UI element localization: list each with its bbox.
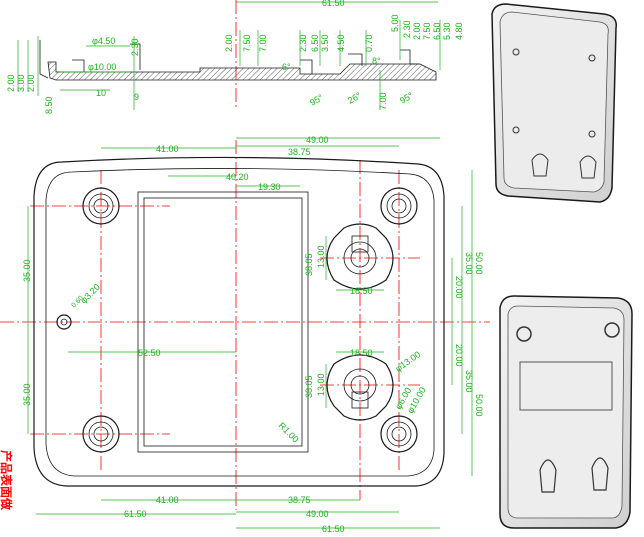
dim-v450: 4.50 (336, 34, 346, 52)
dim-left-3: 3.00 (16, 74, 26, 92)
dim-top-4100: 41.00 (156, 144, 179, 154)
dim-v500: 5.00 (390, 14, 400, 32)
dim-ang6: 6° (282, 62, 291, 72)
dim-top-1930: 19.30 (258, 182, 281, 192)
render-bottom (499, 295, 633, 529)
screw-boss-top-right (380, 187, 418, 225)
keyhole-slot-top (326, 223, 394, 290)
dim-v230c: 2.30 (402, 20, 412, 38)
dim-left-2: 2.00 (6, 74, 16, 92)
dim-ang26: 26° (346, 90, 363, 106)
dim-slot-1850a: 18.50 (350, 286, 373, 296)
dim-bot-3875: 38.75 (288, 495, 311, 505)
dim-slot-1300b: 13.00 (316, 373, 326, 396)
dim-h9: 9 (134, 92, 139, 102)
dim-v350: 3.50 (320, 34, 330, 52)
dim-v650: 6.50 (310, 34, 320, 52)
dim-h10: 10 (96, 88, 106, 98)
dim-v700a: 7.00 (258, 34, 268, 52)
dim-mid-5250: 52.50 (138, 348, 161, 358)
dim-slot-1300a: 13.00 (316, 245, 326, 268)
dim-right-2000b: 20.00 (454, 344, 464, 367)
dim-v650b: 6.50 (432, 22, 442, 40)
dim-left-3500a: 35.00 (22, 259, 32, 282)
dim-d4: φ4.50 (92, 36, 115, 46)
dim-slot-3805b: 38.05 (304, 375, 314, 398)
dim-right-3500b: 35.00 (464, 370, 474, 393)
dim-left-2b: 2.00 (26, 74, 36, 92)
dim-ang8: 8° (372, 56, 381, 66)
surface-note: 产品表面做 (0, 450, 14, 511)
dim-d10: φ10.00 (88, 62, 116, 72)
dim-ang95: 95° (308, 92, 325, 108)
dim-right-2000a: 20.00 (454, 276, 464, 299)
plan-view: 49.00 41.00 38.75 40.20 19.30 35.00 35.0… (0, 135, 490, 534)
keyhole-slot-bottom (326, 354, 394, 421)
dim-top-4020: 40.20 (226, 172, 249, 182)
dim-r1: R1.00 (277, 420, 301, 444)
dim-v750: 7.50 (242, 34, 252, 52)
dim-v230a: 2.30 (130, 38, 140, 56)
dim-bot-4900: 49.00 (306, 509, 329, 519)
dim-top-overall: 61.50 (322, 0, 345, 8)
small-hole (56, 314, 72, 330)
section-view: 61.50 2.00 3.00 2.00 φ4.50 φ10.00 10 9 (6, 0, 464, 114)
dim-h850: 8.50 (44, 96, 54, 114)
screw-boss-bottom-left (82, 415, 120, 453)
dim-left-3500b: 35.00 (22, 383, 32, 406)
dim-v200: 2.00 (224, 34, 234, 52)
dim-bot-6150b: 61.50 (322, 524, 345, 534)
dim-slot-3805a: 38.05 (304, 253, 314, 276)
dim-v230b: 2.30 (298, 34, 308, 52)
screw-boss-bottom-right (380, 415, 418, 453)
render-top (491, 3, 617, 203)
dim-right-3500a: 35.00 (464, 252, 474, 275)
dim-bot-4100: 41.00 (156, 495, 179, 505)
dim-top-3875: 38.75 (288, 147, 311, 157)
dim-hole-diameter: φ3.20 (78, 282, 102, 306)
dim-v530: 5.30 (442, 22, 452, 40)
display-window (137, 191, 309, 453)
dim-bot-6150a: 61.50 (124, 509, 147, 519)
dim-right-5000a: 50.00 (474, 252, 484, 275)
dim-v480: 4.80 (454, 22, 464, 40)
screw-boss-top-left (82, 187, 120, 225)
housing-outline (33, 156, 445, 487)
dim-right-5000b: 50.00 (474, 394, 484, 417)
dim-v200b: 2.00 (412, 22, 422, 40)
dim-v750b: 7.50 (422, 22, 432, 40)
dim-ang95b: 95° (398, 90, 415, 106)
dim-v070: 0.70 (364, 34, 374, 52)
dim-top-4900: 49.00 (306, 135, 329, 145)
dim-slot-1850b: 18.50 (350, 348, 373, 358)
dim-v700b: 7.00 (378, 92, 388, 110)
dim-slot-d13: φ13.00 (393, 349, 422, 373)
